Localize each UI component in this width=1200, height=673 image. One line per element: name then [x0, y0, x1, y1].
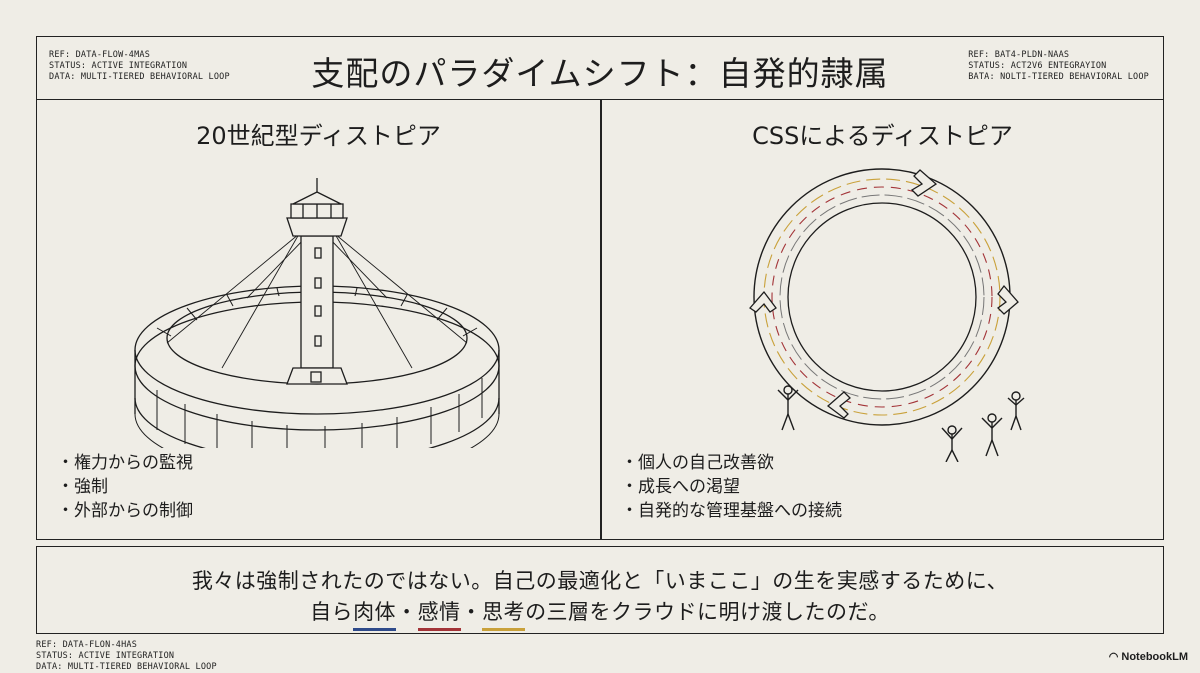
- panel-divider: [600, 100, 602, 539]
- ref-line: STATUS: ACTIVE INTEGRATION: [49, 61, 188, 71]
- comparison-panels: 20世紀型ディストピア CSSによるディストピア: [36, 100, 1164, 540]
- right-panel-title: CSSによるディストピア: [752, 122, 1013, 150]
- keyword-body: 肉体: [353, 600, 397, 631]
- keyword-emotion: 感情: [417, 600, 461, 631]
- left-bullet-list: 権力からの監視 強制 外部からの制御: [57, 451, 193, 523]
- header-frame: REF: DATA-FLOW-4MAS STATUS: ACTIVE INTEG…: [36, 36, 1164, 100]
- separator: ・: [460, 600, 483, 624]
- conclusion-prefix: 自ら: [310, 600, 354, 624]
- list-item: 権力からの監視: [57, 451, 193, 475]
- ref-line: REF: DATA-FLON-4HAS: [36, 640, 138, 650]
- right-bullet-list: 個人の自己改善欲 成長への渇望 自発的な管理基盤への接続: [621, 451, 842, 523]
- brand-logo: ◠ NotebookLM: [1109, 650, 1188, 663]
- ref-line: REF: BAT4-PLDN-NAAS: [968, 50, 1070, 60]
- keyword-thought: 思考: [482, 600, 526, 631]
- panopticon-illustration: [134, 178, 500, 448]
- ref-line: DATA: MULTI-TIERED BEHAVIORAL LOOP: [36, 662, 217, 672]
- ref-line: DATA: MULTI-TIERED BEHAVIORAL LOOP: [49, 72, 230, 82]
- list-item: 強制: [57, 475, 193, 499]
- brand-label: NotebookLM: [1121, 651, 1188, 663]
- header-ref-right: REF: BAT4-PLDN-NAAS STATUS: ACT2V6 ENTEG…: [968, 50, 1149, 83]
- ref-line: STATUS: ACT2V6 ENTEGRAYION: [968, 61, 1107, 71]
- conclusion-frame: 我々は強制されたのではない。自己の最適化と「いまここ」の生を実感するために、 自…: [36, 546, 1164, 634]
- list-item: 個人の自己改善欲: [621, 451, 842, 475]
- conclusion-suffix: の三層をクラウドに明け渡したのだ。: [525, 600, 890, 624]
- list-item: 自発的な管理基盤への接続: [621, 499, 842, 523]
- conclusion-line-1: 我々は強制されたのではない。自己の最適化と「いまここ」の生を実感するために、: [191, 569, 1009, 593]
- ref-line: STATUS: ACTIVE INTEGRATION: [36, 651, 175, 661]
- notebooklm-icon: ◠: [1108, 651, 1122, 663]
- footer-ref: REF: DATA-FLON-4HAS STATUS: ACTIVE INTEG…: [36, 640, 217, 673]
- conclusion-line-2: 自ら肉体・感情・思考の三層をクラウドに明け渡したのだ。: [37, 596, 1163, 631]
- left-panel-title: 20世紀型ディストピア: [196, 122, 441, 150]
- list-item: 外部からの制御: [57, 499, 193, 523]
- css-loop-illustration: [749, 168, 1025, 462]
- ref-line: BATA: NOLTI-TIERED BEHAVIORAL LOOP: [968, 72, 1149, 82]
- list-item: 成長への渇望: [621, 475, 842, 499]
- ref-line: REF: DATA-FLOW-4MAS: [49, 50, 151, 60]
- separator: ・: [396, 600, 418, 624]
- page-title: 支配のパラダイムシフト：自発的隷属: [311, 54, 889, 93]
- header-ref-left: REF: DATA-FLOW-4MAS STATUS: ACTIVE INTEG…: [49, 50, 230, 83]
